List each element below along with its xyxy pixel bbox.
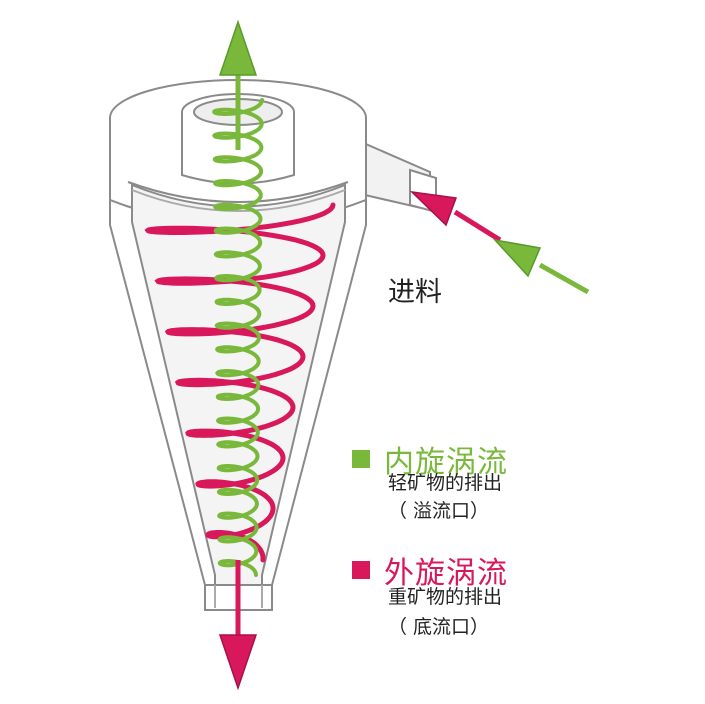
legend-outer-swatch [352, 561, 370, 579]
legend-outer-line2: （ 底流口） [388, 616, 490, 638]
underflow-arrow [218, 560, 258, 691]
inner-vortex [212, 98, 264, 577]
overflow-arrow [218, 19, 258, 150]
legend-inner-title: 内旋涡流 [384, 445, 508, 480]
legend-inner-line2: （ 溢流口） [388, 500, 490, 522]
feed-arrow-green [492, 238, 590, 295]
legend-outer-title: 外旋涡流 [384, 556, 508, 591]
feed-arrow-red [409, 190, 502, 243]
feed-label: 进料 [388, 277, 442, 308]
legend-outer: 外旋涡流 [352, 548, 508, 592]
legend-outer-line1: 重矿物的排出 [388, 586, 503, 608]
legend-inner: 内旋涡流 [352, 437, 508, 481]
cyclone-body [109, 79, 437, 611]
outer-vortex [144, 202, 336, 563]
legend-inner-swatch [352, 450, 370, 468]
legend-inner-line1: 轻矿物的排出 [388, 472, 503, 494]
